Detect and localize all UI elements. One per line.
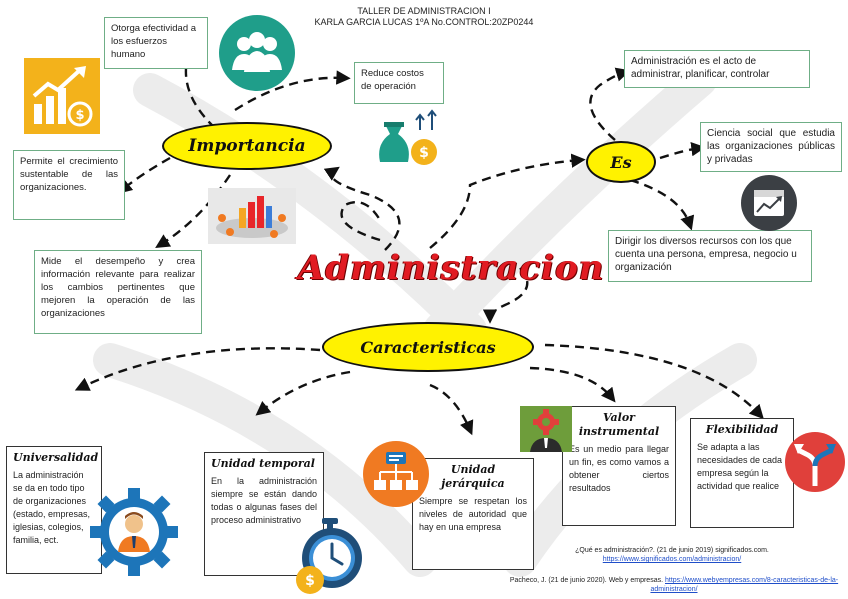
box-dirigir: Dirigir los diversos recursos con los qu… bbox=[608, 230, 812, 282]
arrow-to-desempeno bbox=[155, 174, 231, 249]
meeting-chart-icon bbox=[208, 188, 296, 244]
header-line-1: TALLER DE ADMINISTRACION I bbox=[357, 6, 491, 16]
card-title: Universalidad bbox=[13, 451, 99, 464]
arrow-to-crecimiento bbox=[117, 156, 171, 194]
gear-person-icon bbox=[90, 488, 178, 576]
arrow-to-dirigir bbox=[629, 178, 695, 231]
node-es: Es bbox=[586, 141, 656, 183]
arrow-to-universalidad bbox=[74, 347, 321, 391]
calendar-chart-icon bbox=[741, 175, 797, 231]
box-efectividad: Otorga efectividad a los esfuerzos human… bbox=[104, 17, 208, 69]
arrow-center-to-importancia bbox=[323, 166, 401, 251]
card-text: Se adapta a las necesidades de cada empr… bbox=[697, 442, 783, 491]
card-title: Unidad temporal bbox=[211, 457, 315, 470]
reference-1-link[interactable]: https://www.significados.com/administrac… bbox=[602, 556, 742, 563]
svg-text:$: $ bbox=[419, 145, 429, 161]
growth-chart-icon: $ bbox=[24, 58, 100, 134]
arrow-center-to-caracteristicas bbox=[482, 267, 529, 324]
card-text: La administración se da en todo tipo de … bbox=[13, 470, 91, 545]
center-title: Administracion bbox=[298, 248, 605, 288]
reference-2-text: Pacheco, J. (21 de junio 2020). Web y em… bbox=[509, 577, 664, 584]
reference-1: ¿Qué es administración?. (21 de junio 20… bbox=[560, 546, 784, 564]
card-title: Unidad jerárquica bbox=[441, 463, 505, 490]
background-ribbons bbox=[93, 63, 757, 577]
money-bag-icon: $ bbox=[379, 109, 437, 165]
box-acto: Administración es el acto de administrar… bbox=[624, 50, 810, 88]
arrow-to-acto bbox=[589, 67, 631, 141]
people-group-icon bbox=[219, 15, 295, 91]
split-arrows-icon bbox=[785, 432, 845, 492]
card-text: En la administración siempre se están da… bbox=[211, 476, 317, 525]
reference-2-link[interactable]: https://www.webyempresas.com/8-caracteri… bbox=[650, 577, 839, 593]
card-universalidad: Universalidad La administración se da en… bbox=[6, 446, 102, 574]
arrow-to-ciencia bbox=[659, 142, 706, 160]
arrow-to-valor bbox=[529, 366, 616, 403]
stopwatch-coin-icon: $ bbox=[296, 518, 362, 594]
card-unidad-jerarquica: Unidad jerárquica Siempre se respetan lo… bbox=[412, 458, 534, 570]
node-importancia: Importancia bbox=[162, 122, 332, 170]
arrow-to-costos bbox=[234, 70, 351, 112]
arrow-to-jerarquica bbox=[429, 383, 474, 436]
arrow-to-flexibilidad bbox=[544, 343, 764, 420]
box-crecimiento: Permite el crecimiento sustentable de la… bbox=[13, 150, 125, 220]
hierarchy-icon bbox=[363, 441, 429, 507]
box-ciencia: Ciencia social que estudia las organizac… bbox=[700, 122, 842, 172]
box-costos: Reduce costos de operación bbox=[354, 62, 444, 104]
card-valor-instrumental: Valor instrumental Es un medio para lleg… bbox=[562, 406, 676, 526]
node-caracteristicas: Caracteristicas bbox=[322, 322, 534, 372]
card-text: Siempre se respetan los niveles de autor… bbox=[419, 496, 527, 532]
reference-2: Pacheco, J. (21 de junio 2020). Web y em… bbox=[508, 576, 840, 594]
arrow-to-temporal bbox=[255, 370, 351, 416]
card-title: Flexibilidad bbox=[705, 423, 779, 436]
card-text: Es un medio para llegar un fin, es como … bbox=[569, 444, 669, 493]
header-line-2: KARLA GARCIA LUCAS 1ºA No.CONTROL:20ZP02… bbox=[314, 17, 534, 27]
card-flexibilidad: Flexibilidad Se adapta a las necesidades… bbox=[690, 418, 794, 528]
gear-manager-icon bbox=[520, 406, 572, 452]
box-desempeno: Mide el desempeño y crea información rel… bbox=[34, 250, 202, 334]
arrow-center-to-es bbox=[429, 153, 586, 249]
svg-text:$: $ bbox=[75, 108, 84, 123]
card-title: Valor instrumental bbox=[578, 411, 660, 438]
svg-text:$: $ bbox=[305, 573, 315, 589]
reference-1-text: ¿Qué es administración?. (21 de junio 20… bbox=[575, 547, 769, 554]
